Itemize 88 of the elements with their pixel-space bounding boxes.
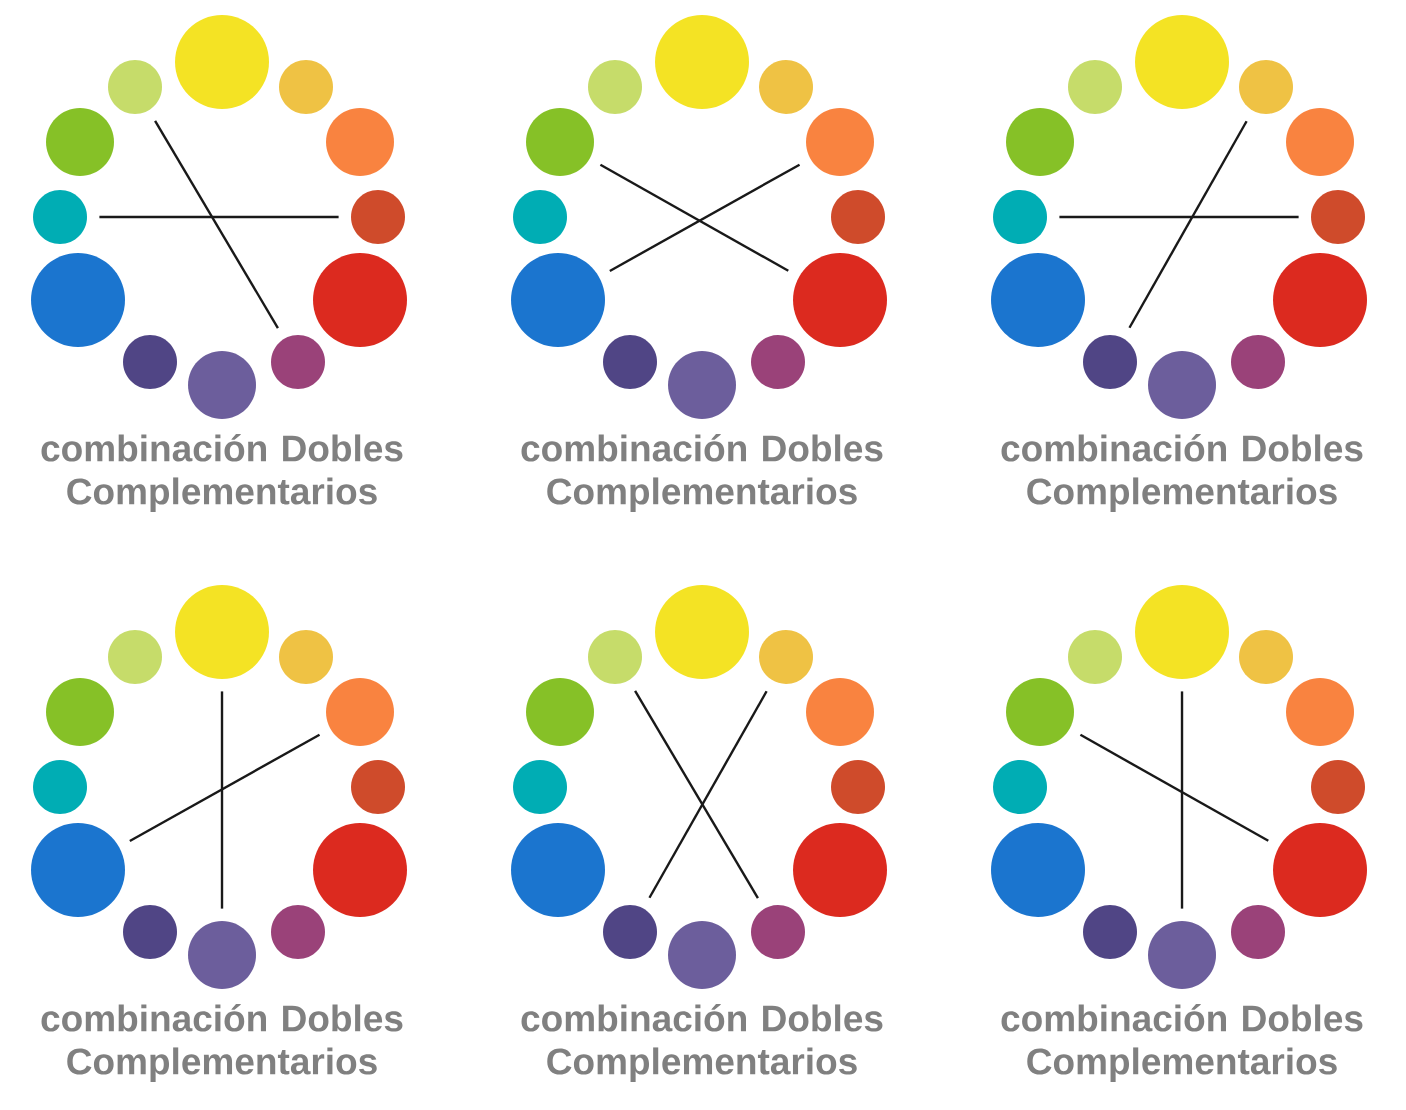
caption-text: combinación Dobles Complementarios [41,434,403,512]
caption-text: combinación Dobles Complementarios [1001,1004,1363,1082]
color-circle [806,678,874,746]
color-circle [351,190,405,244]
color-circle [759,630,813,684]
connector-line [634,690,759,899]
color-circle [1273,253,1367,347]
color-circle [993,190,1047,244]
connector-line [220,691,224,909]
color-circle [1068,60,1122,114]
color-circle [993,760,1047,814]
color-circle [526,108,594,176]
color-circle [279,60,333,114]
color-circle [1231,335,1285,389]
color-circle [511,823,605,917]
color-circle [175,585,269,679]
connector-line [129,733,321,843]
color-circle [188,921,256,989]
color-circle [188,351,256,419]
color-circle [513,760,567,814]
color-circle [1239,60,1293,114]
color-circle [793,253,887,347]
color-circle [526,678,594,746]
connector-line [1079,733,1269,842]
color-circle [108,60,162,114]
color-circle [1135,585,1229,679]
color-circle [1231,905,1285,959]
color-circle [603,335,657,389]
color-circle [351,760,405,814]
connector-line [1128,120,1248,329]
color-circle [33,760,87,814]
color-circle [271,335,325,389]
color-circle [1273,823,1367,917]
connector-line [648,690,768,899]
color-circle [123,335,177,389]
color-circle [1068,630,1122,684]
connector-line [99,215,339,219]
connector-line [154,120,279,329]
color-circle [759,60,813,114]
color-circle [326,108,394,176]
color-circle [271,905,325,959]
color-circle [1286,108,1354,176]
color-circle [279,630,333,684]
caption-text: combinación Dobles Complementarios [521,434,883,512]
color-circle [511,253,605,347]
color-circle [313,823,407,917]
color-circle [33,190,87,244]
color-circle [655,15,749,109]
connector-line [1180,691,1184,909]
color-circle [1006,108,1074,176]
color-circle [1006,678,1074,746]
caption-text: combinación Dobles Complementarios [41,1004,403,1082]
color-circle [1148,351,1216,419]
color-circle [1083,335,1137,389]
color-circle [1083,905,1137,959]
color-circle [1239,630,1293,684]
color-circle [1148,921,1216,989]
color-circle [668,351,736,419]
color-circle [46,678,114,746]
color-circle [588,630,642,684]
color-circle [603,905,657,959]
color-circle [31,253,125,347]
color-circle [588,60,642,114]
color-circle [751,905,805,959]
color-circle [1135,15,1229,109]
color-circle [806,108,874,176]
color-circle [313,253,407,347]
color-circle [46,108,114,176]
color-circle [991,253,1085,347]
color-circle [831,190,885,244]
color-circle [991,823,1085,917]
connector-line [1059,215,1299,219]
color-circle [1311,760,1365,814]
caption-text: combinación Dobles Complementarios [1001,434,1363,512]
color-circle [108,630,162,684]
caption-text: combinación Dobles Complementarios [521,1004,883,1082]
color-circle [1311,190,1365,244]
color-circle [793,823,887,917]
color-circle [175,15,269,109]
color-circle [831,760,885,814]
color-circle [123,905,177,959]
color-circle [326,678,394,746]
color-circle [31,823,125,917]
color-circle [1286,678,1354,746]
color-circle [668,921,736,989]
color-circle [655,585,749,679]
color-circle [751,335,805,389]
color-circle [513,190,567,244]
